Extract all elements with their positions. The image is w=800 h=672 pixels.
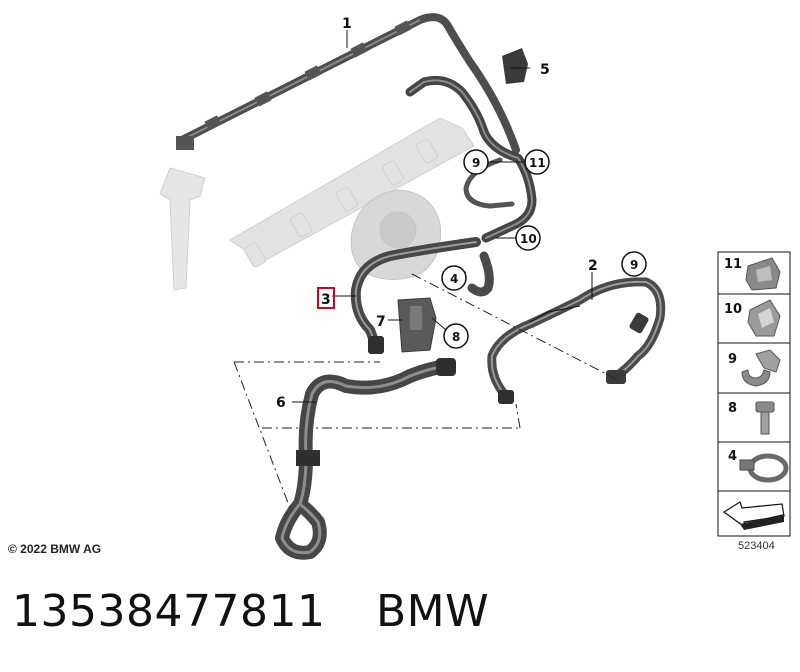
legend-item-8: 8 <box>728 401 775 435</box>
circle-callout-8: 8 <box>443 323 469 349</box>
callout-2: 2 <box>588 258 598 274</box>
callout-10: 10 <box>520 232 537 246</box>
legend-arrow-icon <box>722 501 785 530</box>
circle-callout-10: 10 <box>515 225 541 251</box>
valve-part-7 <box>397 297 437 353</box>
callout-5: 5 <box>540 62 550 78</box>
hose-part-2 <box>487 277 666 404</box>
callout-11: 11 <box>529 156 546 170</box>
parts-legend: 11 10 9 8 4 <box>717 251 791 537</box>
circle-callout-9b: 9 <box>621 251 647 277</box>
legend-item-11: 11 <box>724 257 781 291</box>
callout-9b: 9 <box>630 258 638 272</box>
legend-label-11: 11 <box>724 257 742 272</box>
legend-item-9: 9 <box>728 349 781 387</box>
callout-3-highlight: 3 <box>317 287 335 309</box>
callout-1: 1 <box>342 16 352 32</box>
hose-part-3 <box>350 237 481 354</box>
callout-6: 6 <box>276 395 286 411</box>
part-number: 13538477811 <box>12 586 326 637</box>
image-number: 523404 <box>738 540 775 552</box>
bracket-rail <box>176 13 520 154</box>
legend-label-4: 4 <box>728 449 737 464</box>
legend-item-4: 4 <box>728 449 789 483</box>
callout-7: 7 <box>376 314 386 330</box>
circle-callout-4: 4 <box>441 265 467 291</box>
leader-lines <box>292 30 593 403</box>
callout-8: 8 <box>452 330 460 344</box>
copyright-text: © 2022 BMW AG <box>8 542 102 556</box>
legend-label-8: 8 <box>728 401 737 416</box>
circle-callout-11: 11 <box>524 149 550 175</box>
ghost-injector <box>159 167 206 291</box>
callout-4: 4 <box>450 272 458 286</box>
legend-item-10: 10 <box>724 299 781 337</box>
brand-name: BMW <box>375 586 490 637</box>
part-caption: 13538477811 BMW <box>12 586 489 637</box>
circle-callout-9a: 9 <box>463 149 489 175</box>
callout-9a: 9 <box>472 156 480 170</box>
legend-label-10: 10 <box>724 302 742 317</box>
callout-3: 3 <box>321 292 331 308</box>
hose-fitting-part-4 <box>467 251 494 297</box>
clip-part-5 <box>502 48 528 84</box>
ghost-fuel-rail <box>229 117 475 268</box>
hose-part-6 <box>275 358 456 560</box>
legend-label-9: 9 <box>728 352 737 367</box>
